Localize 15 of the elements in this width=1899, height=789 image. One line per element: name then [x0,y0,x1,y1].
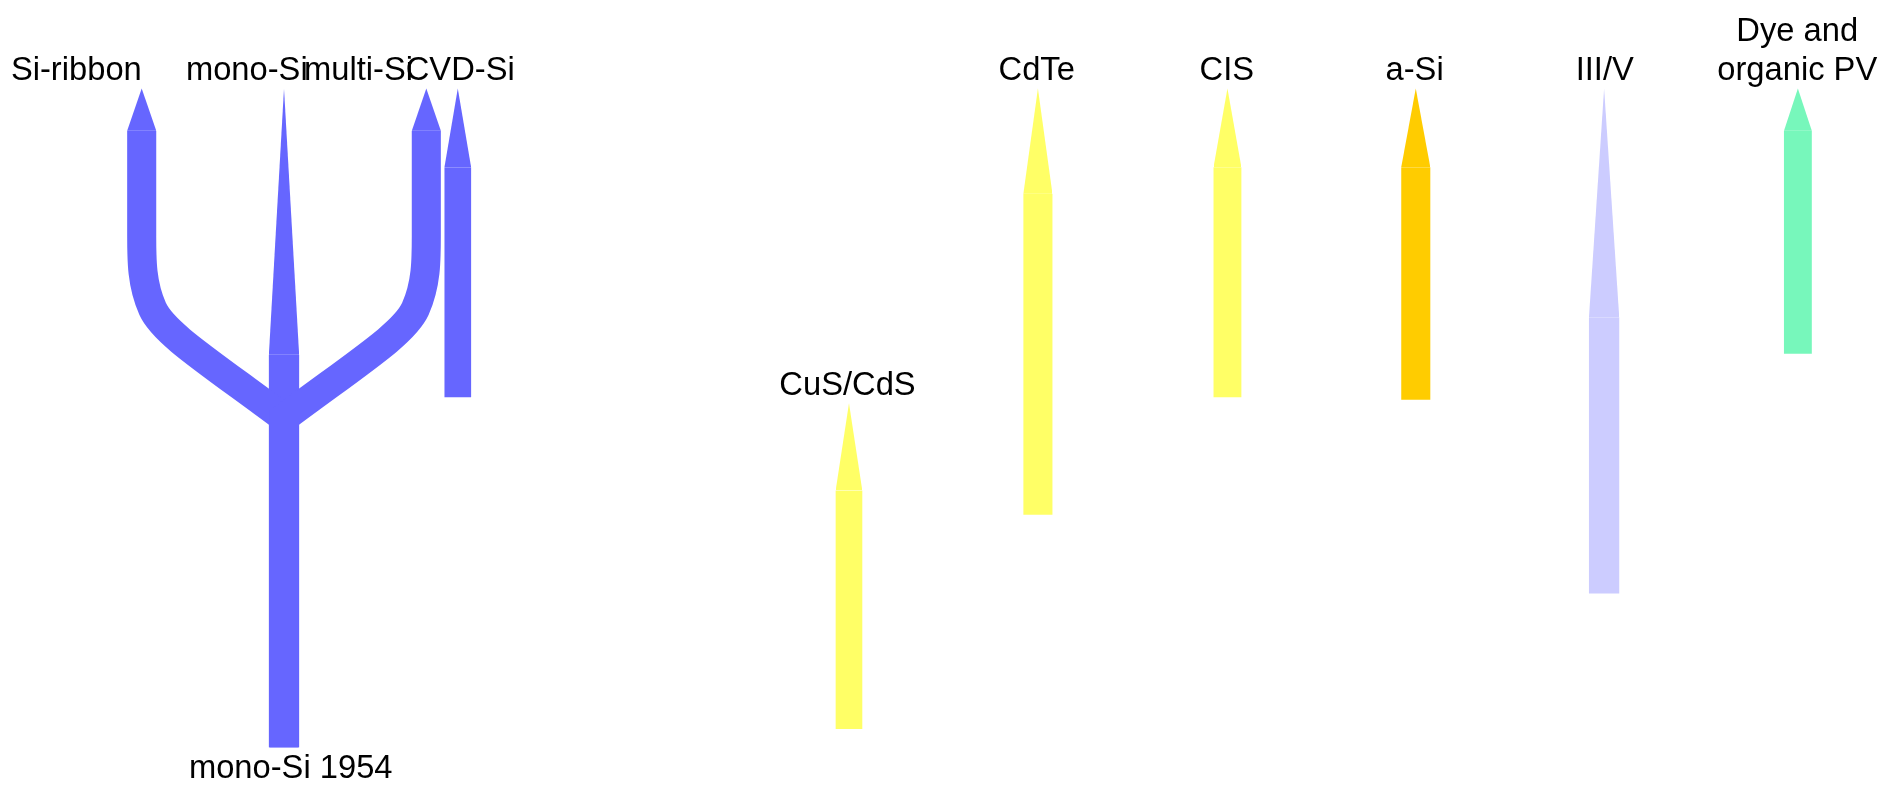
arrow [835,403,863,730]
technology-label: CuS/CdS [779,364,916,404]
technology-label: mono-Si 1954 [188,747,393,786]
arrow [1213,88,1242,398]
arrow [269,88,441,748]
technology-label: Dye and organic PV [1691,10,1899,89]
technology-label: III/V [1575,49,1634,89]
technology-label: Si-ribbon [10,49,142,89]
arrow [1023,88,1053,515]
arrow [1783,88,1812,354]
arrow [1401,88,1431,400]
technology-label: CIS [1199,49,1255,89]
technology-label: CdTe [998,49,1075,89]
technology-label: a-Si [1385,49,1444,89]
arrow [444,88,472,398]
